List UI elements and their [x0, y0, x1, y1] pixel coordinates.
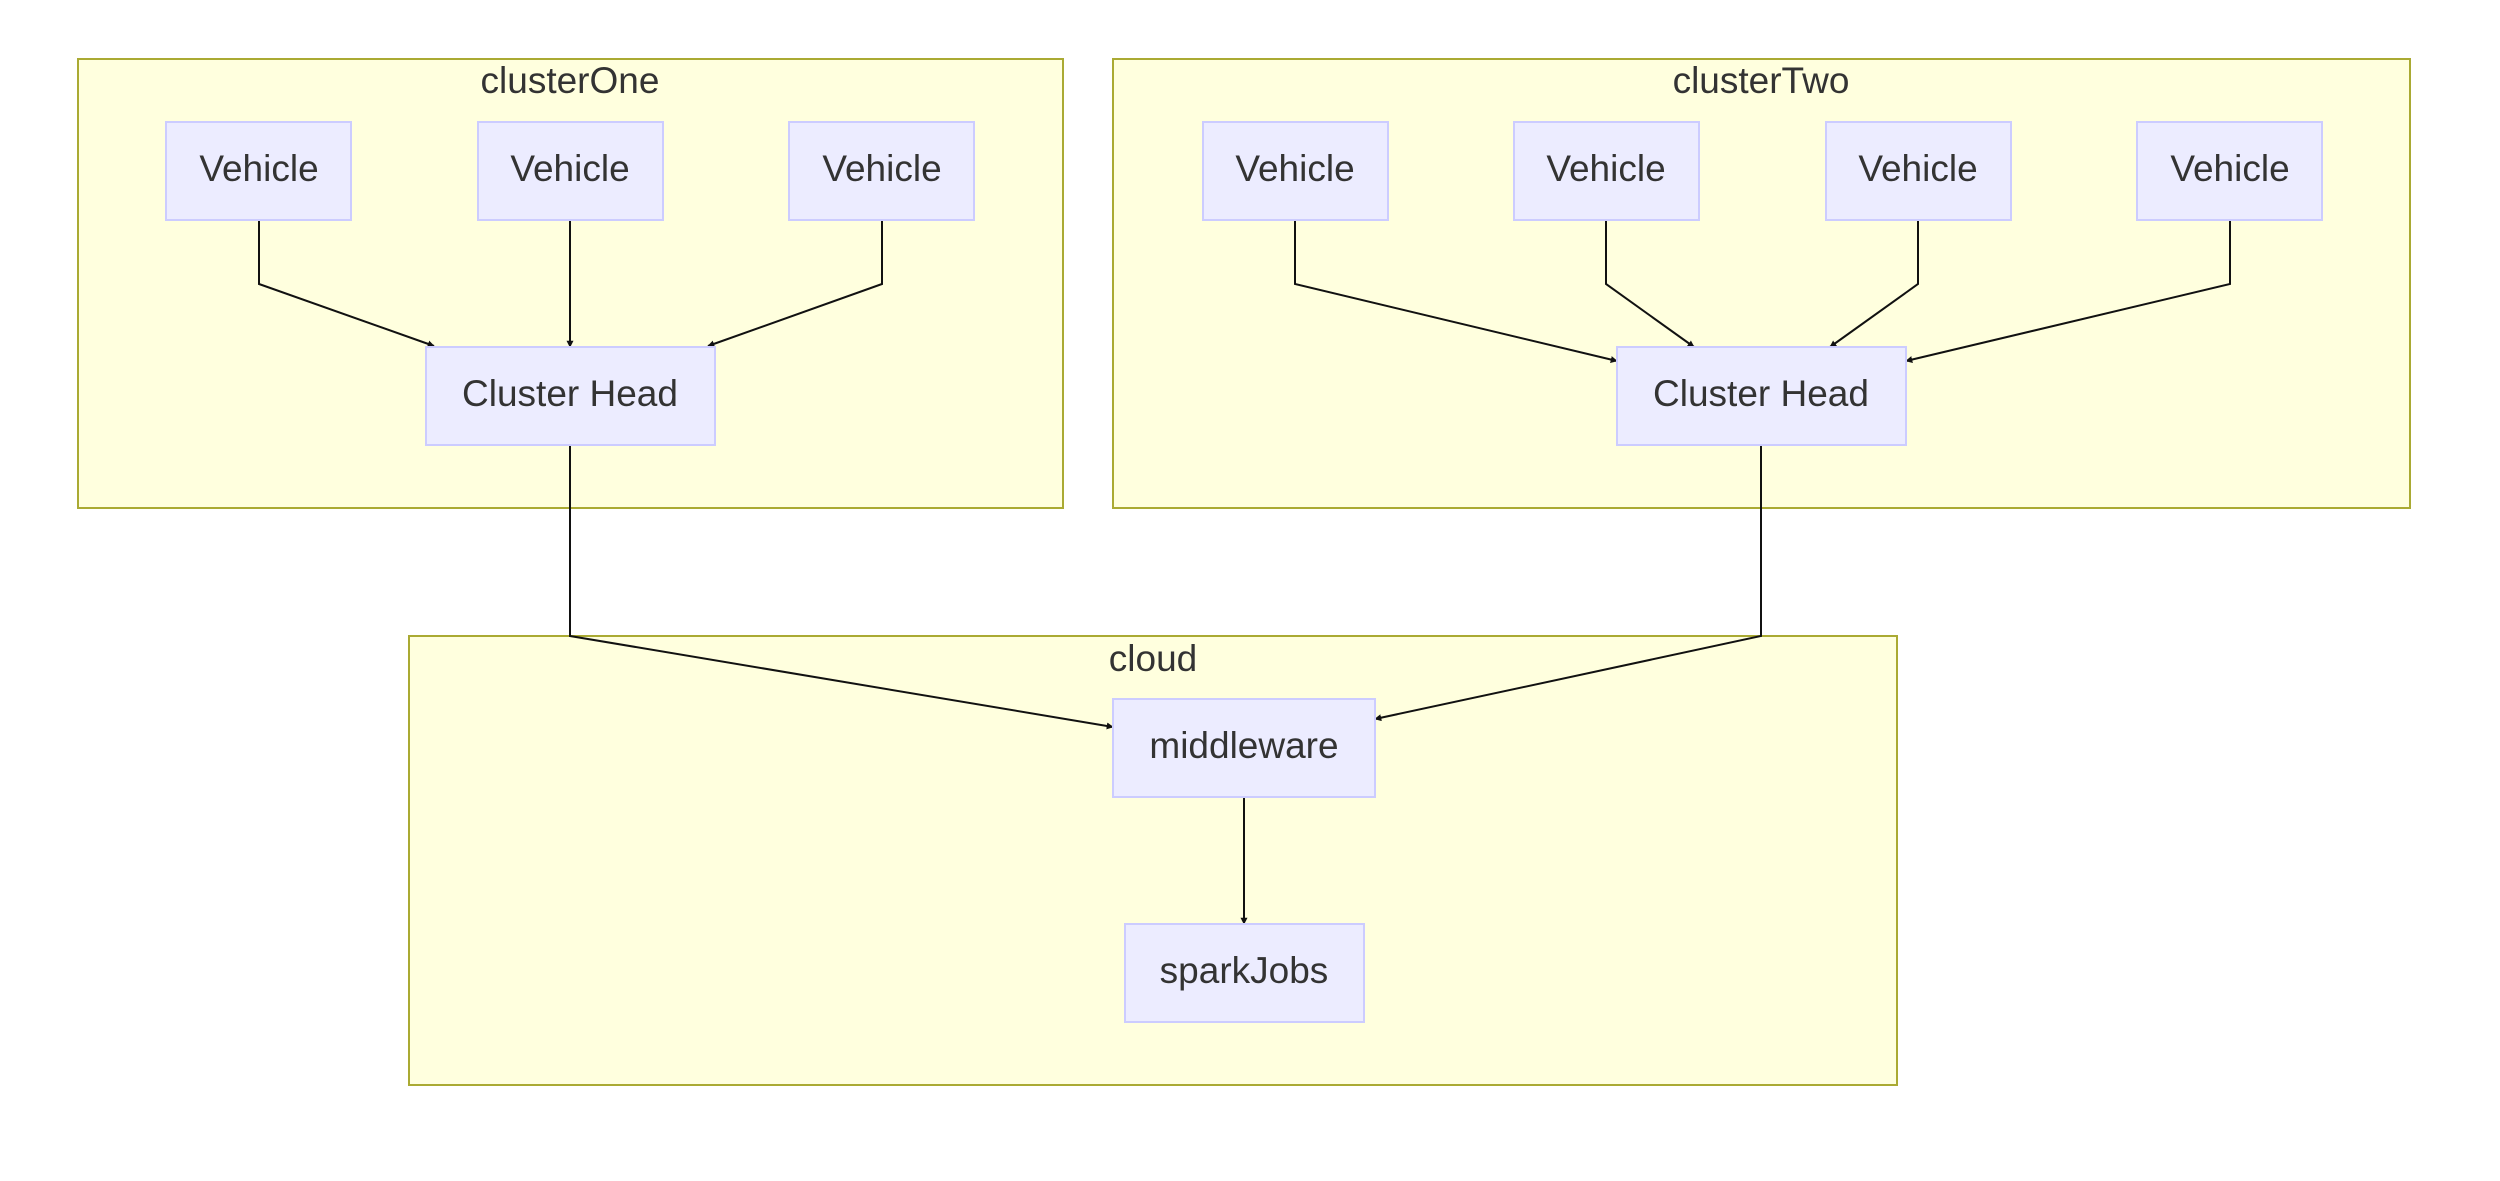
edge-c1-v3-to-head	[707, 220, 883, 348]
edges	[258, 220, 2231, 925]
node-cluster-head: Cluster Head	[1616, 346, 1907, 446]
node-vehicle: Vehicle	[477, 121, 664, 221]
node-cluster-head: Cluster Head	[425, 346, 716, 446]
node-label: Cluster Head	[1653, 373, 1869, 414]
node-vehicle: Vehicle	[1825, 121, 2012, 221]
edge-c1-head-to-middleware	[569, 445, 1114, 730]
node-sparkjobs: sparkJobs	[1124, 923, 1365, 1023]
node-box	[1616, 346, 1907, 446]
node-box	[477, 121, 664, 221]
node-box	[425, 346, 716, 446]
node-vehicle: Vehicle	[788, 121, 975, 221]
node-middleware: middleware	[1112, 698, 1376, 798]
node-vehicle: Vehicle	[1202, 121, 1389, 221]
node-vehicle: Vehicle	[2136, 121, 2323, 221]
node-box	[2136, 121, 2323, 221]
node-vehicle: Vehicle	[165, 121, 352, 221]
edge-c2-v4-to-head	[1905, 220, 2231, 363]
node-box	[1825, 121, 2012, 221]
node-box	[788, 121, 975, 221]
edge-c2-v1-to-head	[1294, 220, 1618, 363]
edge-c2-v2-to-head	[1605, 220, 1695, 348]
node-box	[1124, 923, 1365, 1023]
edge-c1-v1-to-head	[258, 220, 435, 348]
node-vehicle: Vehicle	[1513, 121, 1700, 221]
node-box	[1513, 121, 1700, 221]
node-label: Vehicle	[1235, 148, 1354, 189]
node-label: Vehicle	[199, 148, 318, 189]
cluster-one-label: clusterOne	[481, 60, 660, 101]
edge-c2-v3-to-head	[1829, 220, 1919, 348]
node-box	[1112, 698, 1376, 798]
node-label: sparkJobs	[1160, 950, 1329, 991]
edge-c2-head-to-middleware	[1374, 445, 1762, 722]
node-label: Vehicle	[2170, 148, 2289, 189]
node-label: Vehicle	[822, 148, 941, 189]
node-label: Vehicle	[1546, 148, 1665, 189]
cluster-two-label: clusterTwo	[1673, 60, 1850, 101]
cluster-cloud-label: cloud	[1109, 638, 1197, 679]
node-box	[165, 121, 352, 221]
node-label: Cluster Head	[462, 373, 678, 414]
node-label: Vehicle	[510, 148, 629, 189]
node-box	[1202, 121, 1389, 221]
node-label: middleware	[1149, 725, 1338, 766]
node-label: Vehicle	[1858, 148, 1977, 189]
